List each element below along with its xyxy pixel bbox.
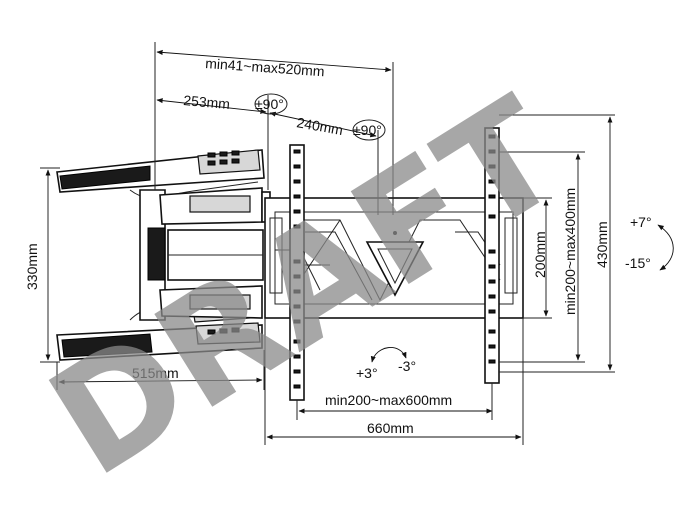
label-arm-depth: 515mm — [132, 365, 179, 381]
label-rotate-minus: -3° — [398, 358, 416, 374]
label-arm-length-1: 253mm — [183, 92, 231, 112]
label-total-height: 430mm — [594, 221, 610, 268]
label-swivel-1: ±90° — [255, 96, 284, 112]
label-vesa-horizontal: min200~max600mm — [325, 392, 452, 408]
label-tilt-up: +7° — [630, 214, 652, 230]
dimension-labels: min41~max520mm 253mm ±90° 240mm ±90° 330… — [24, 55, 652, 436]
tv-mount-drawing — [56, 127, 524, 401]
arm-joints — [139, 187, 271, 321]
label-rotate-plus: +3° — [356, 365, 378, 381]
label-arm-extension: min41~max520mm — [205, 55, 325, 79]
vesa-bar-left — [289, 144, 305, 401]
tv-bracket-frame — [264, 197, 524, 319]
label-vesa-vertical-min: 200mm — [532, 231, 548, 278]
label-swivel-2: ±90° — [353, 122, 382, 138]
label-total-width: 660mm — [367, 420, 414, 436]
label-tilt-down: -15° — [625, 255, 651, 271]
vesa-bar-right — [484, 127, 500, 384]
label-vesa-vertical: min200~max400mm — [562, 188, 578, 315]
label-wall-plate-height: 330mm — [24, 243, 40, 290]
dimension-lines — [40, 42, 674, 445]
label-arm-length-2: 240mm — [295, 114, 344, 138]
